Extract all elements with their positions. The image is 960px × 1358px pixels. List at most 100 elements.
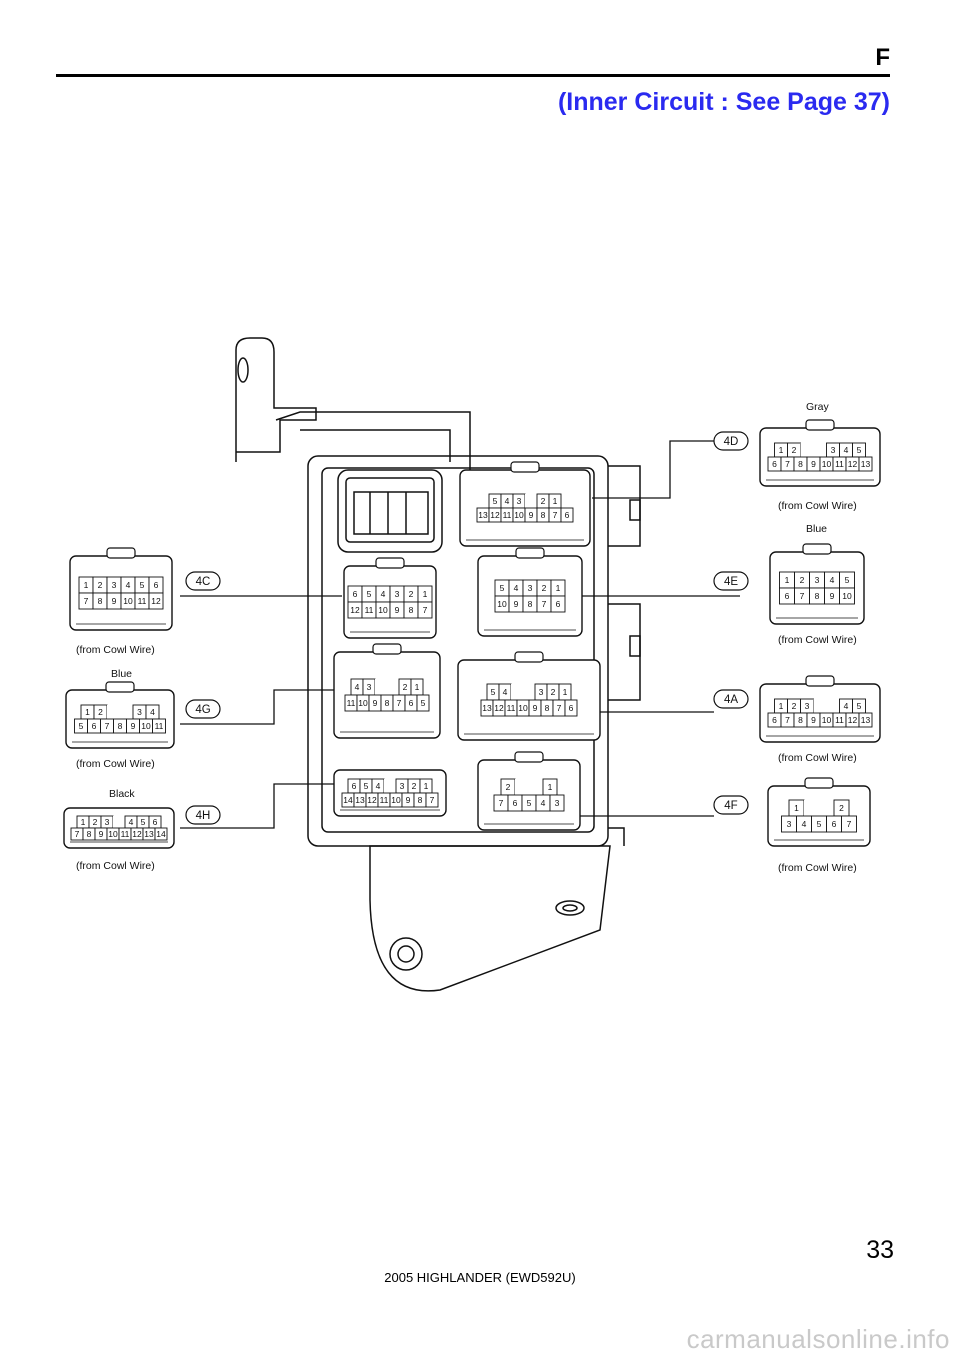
id-bubble-4A [713, 689, 749, 709]
pin-label: 6 [154, 580, 159, 590]
pin-label: 8 [541, 510, 546, 520]
id-bubble-4E [713, 571, 749, 591]
pin-label: 9 [514, 599, 519, 609]
pin-label: 10 [123, 596, 133, 606]
pin-label: 5 [857, 445, 862, 455]
pin-gap [515, 779, 529, 795]
pin-cell [425, 792, 439, 808]
leader-4D [592, 440, 714, 499]
source-4A: (from Cowl Wire) [778, 752, 857, 764]
pin-label: 9 [112, 596, 117, 606]
pin-cell [564, 699, 578, 717]
pin-label: 4 [541, 798, 546, 808]
pin-label: 2 [839, 803, 844, 813]
pin-gap [819, 800, 834, 816]
section-letter: F [875, 44, 890, 71]
pin-label: 7 [397, 698, 402, 708]
connector-4A-face-latch [805, 675, 835, 687]
pin-label: 8 [87, 829, 92, 839]
id-bubble-4G [185, 699, 221, 719]
pin-label: 2 [551, 687, 556, 697]
lower-mount [369, 845, 611, 992]
leader-lines [180, 440, 740, 829]
pin-label: 2 [800, 575, 805, 585]
pin-cell [550, 595, 566, 613]
pin-label: 5 [367, 589, 372, 599]
pin-label: 6 [352, 781, 357, 791]
side-tab [629, 499, 641, 521]
pin-label: 9 [395, 605, 400, 615]
pin-cell [841, 815, 857, 833]
socket-4F-face-latch [514, 751, 544, 763]
pin-label: 9 [529, 510, 534, 520]
source-4F: (from Cowl Wire) [778, 862, 857, 874]
pin-label: 2 [542, 583, 547, 593]
pin-gap [120, 705, 133, 719]
color-4H: Black [109, 788, 135, 800]
pin-label: 4 [844, 445, 849, 455]
pin-label: 14 [156, 829, 166, 839]
source-4D: (from Cowl Wire) [778, 500, 857, 512]
pin-label: 7 [800, 591, 805, 601]
pin-label: 13 [482, 703, 492, 713]
pin-cell [416, 694, 430, 712]
pin-label: 5 [140, 580, 145, 590]
mount-hole-inner [397, 945, 415, 963]
pin-label: 10 [842, 591, 852, 601]
pin-cell [152, 718, 166, 734]
pin-label: 7 [557, 703, 562, 713]
upper-rail [275, 411, 471, 470]
pin-label: 7 [847, 819, 852, 829]
pin-label: 2 [541, 496, 546, 506]
page-number: 33 [866, 1236, 894, 1264]
pin-label: 5 [421, 698, 426, 708]
socket-unassigned-inner [345, 477, 435, 543]
pin-label: 3 [517, 496, 522, 506]
pin-label: 8 [418, 795, 423, 805]
connector-id-4G: 4G [195, 704, 210, 716]
pin-label: 11 [835, 459, 844, 469]
pin-gap [804, 800, 819, 816]
pin-label: 8 [798, 459, 803, 469]
pin-label: 8 [385, 698, 390, 708]
pin-label: 5 [527, 798, 532, 808]
pin-label: 9 [99, 829, 104, 839]
connector-4G-face-latch [105, 681, 135, 693]
socket-unassigned-grid [353, 491, 429, 535]
pin-label: 1 [556, 583, 561, 593]
pin-label: 3 [539, 687, 544, 697]
color-4G: Blue [111, 668, 132, 680]
pin-label: 3 [805, 701, 810, 711]
pin-gap [375, 679, 387, 695]
pin-label: 4 [129, 817, 134, 827]
pin-gap [813, 699, 827, 713]
pin-label: 9 [406, 795, 411, 805]
pin-label: 4 [503, 687, 508, 697]
pin-gap [525, 494, 537, 508]
pin-label: 12 [367, 795, 377, 805]
pin-label: 14 [343, 795, 353, 805]
pin-label: 9 [811, 715, 816, 725]
pin-label: 1 [779, 701, 784, 711]
pin-label: 9 [830, 591, 835, 601]
pin-label: 7 [430, 795, 435, 805]
pin-label: 3 [528, 583, 533, 593]
pin-label: 7 [785, 459, 790, 469]
pin-label: 11 [380, 795, 389, 805]
pin-label: 11 [121, 829, 130, 839]
pin-label: 13 [478, 510, 488, 520]
pin-label: 8 [118, 721, 123, 731]
id-bubble-4C [185, 571, 221, 591]
pin-label: 3 [137, 707, 142, 717]
pin-label: 10 [497, 599, 507, 609]
connector-id-4F: 4F [724, 800, 737, 812]
id-bubble-4H [185, 805, 221, 825]
pin-label: 11 [507, 703, 516, 713]
header-rule [56, 74, 890, 77]
pin-label: 3 [400, 781, 405, 791]
